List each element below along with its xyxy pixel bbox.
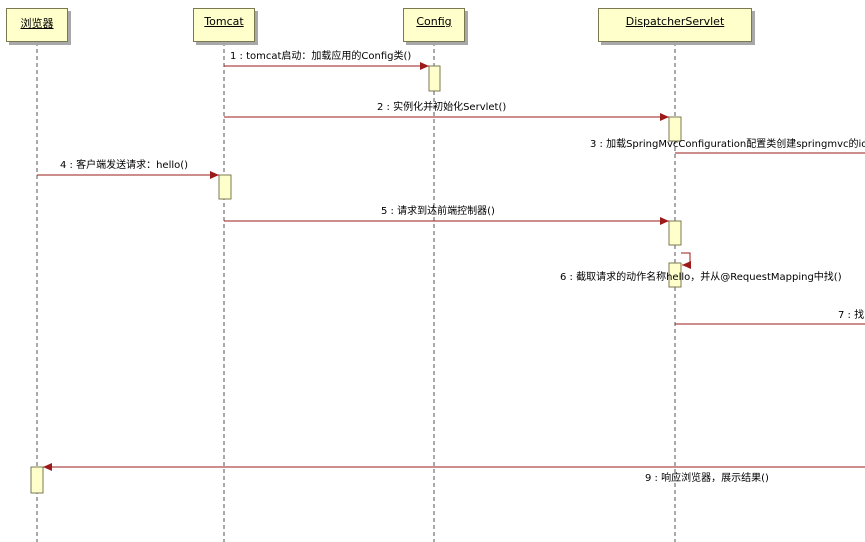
activation-dispatcher-5: [668, 220, 682, 246]
message-4-label: 4 : 客户端发送请求：hello(): [60, 160, 189, 171]
participant-dispatcherservlet-label: DispatcherServlet: [625, 15, 725, 28]
message-3-label: 3 : 加载SpringMvcConfiguration配置类创建springm…: [590, 139, 865, 150]
message-5-label: 5 : 请求到达前端控制器(): [381, 206, 495, 217]
message-9-label: 9 : 响应浏览器，展示结果(): [645, 473, 769, 484]
message-2-label: 2 : 实例化并初始化Servlet(): [377, 102, 507, 113]
activation-tomcat-4: [218, 174, 232, 200]
participant-tomcat-label: Tomcat: [204, 15, 244, 28]
message-6-label: 6 : 截取请求的动作名称hello，并从@RequestMapping中找(): [560, 272, 842, 283]
participant-dispatcherservlet: DispatcherServlet: [598, 8, 752, 42]
participant-config: Config: [403, 8, 465, 42]
activation-dispatcher-6: [668, 262, 682, 288]
participant-config-label: Config: [416, 15, 452, 28]
message-1-label: 1 : tomcat启动：加载应用的Config类(): [230, 51, 412, 62]
participant-browser: 浏览器: [6, 8, 68, 42]
arrow-message-6-self: [681, 252, 691, 269]
activation-config-1: [428, 65, 441, 92]
message-7-label: 7 : 找: [838, 310, 865, 321]
participant-browser-label: 浏览器: [20, 17, 54, 30]
activation-dispatcher-2: [668, 116, 682, 142]
participant-tomcat: Tomcat: [193, 8, 255, 42]
activation-browser-9: [30, 466, 44, 494]
